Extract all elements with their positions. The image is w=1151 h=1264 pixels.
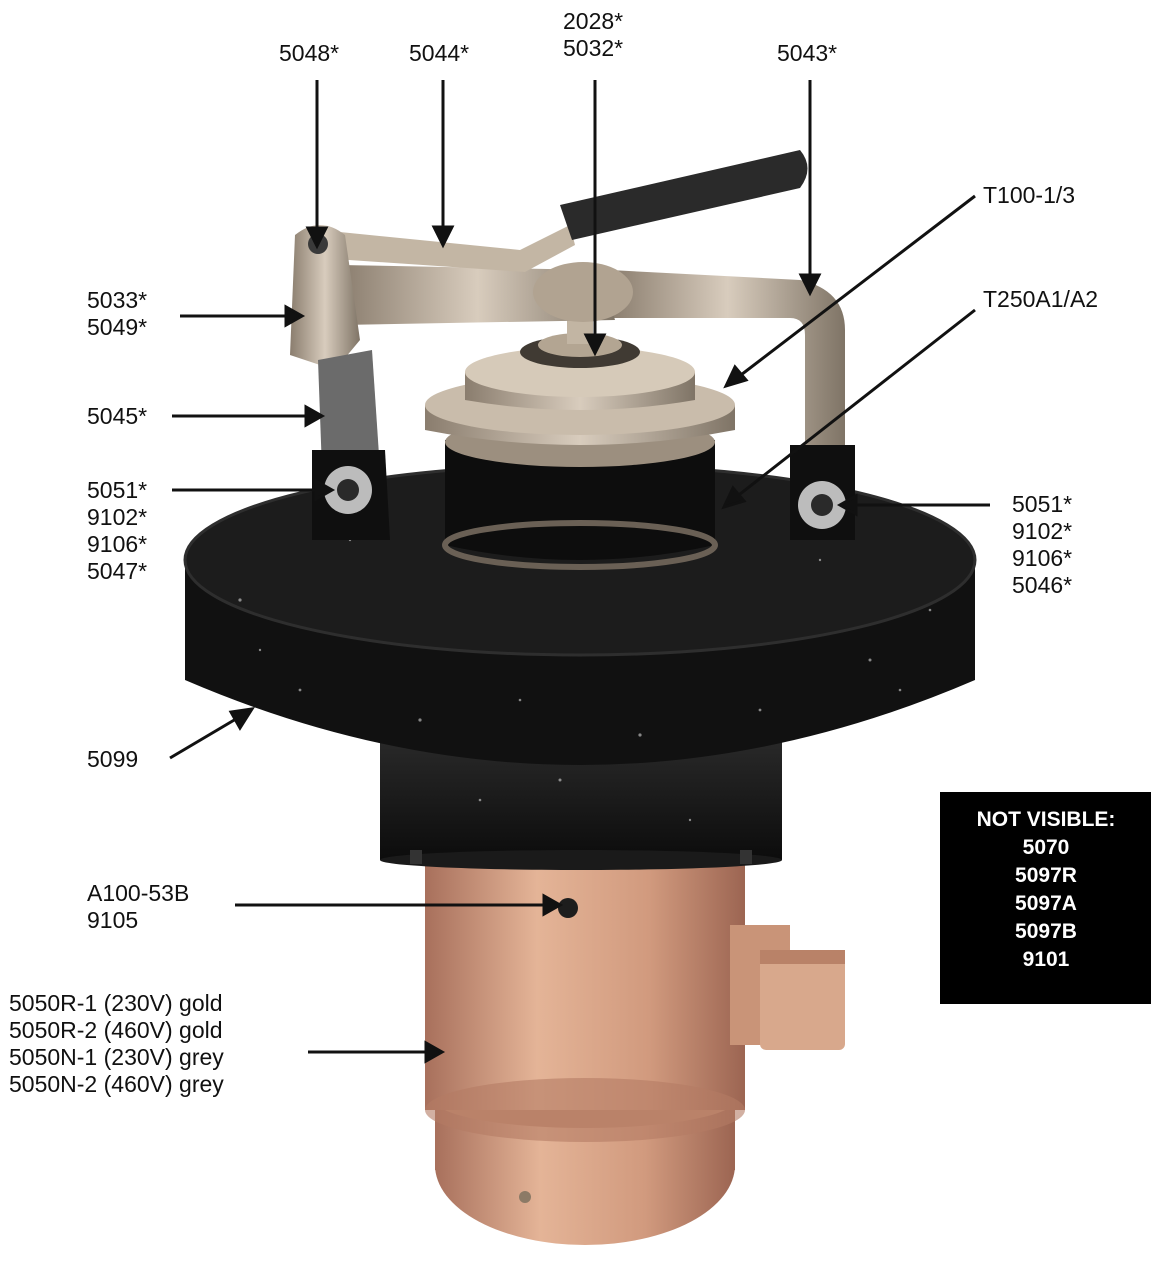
- label-line: 5046*: [1012, 572, 1073, 598]
- label-line: 5051*: [87, 477, 148, 503]
- arrow-t250: [721, 308, 976, 510]
- crossbar: [340, 262, 633, 325]
- junction-box: [730, 925, 845, 1050]
- label-line: 5050N-1 (230V) grey: [9, 1044, 224, 1070]
- label-line: 9105: [87, 907, 139, 933]
- label-line: T250A1/A2: [983, 286, 1099, 312]
- arrow-a100: [235, 893, 564, 917]
- arrow-left-bolt: [172, 478, 336, 502]
- label-line: 5047*: [87, 558, 148, 584]
- arrow-5099: [169, 707, 256, 760]
- not-visible-panel: NOT VISIBLE: 5070 5097R 5097A 5097B 9101: [940, 792, 1151, 1004]
- label-line: 2028*: [563, 8, 624, 34]
- label-line: T100-1/3: [983, 182, 1076, 208]
- label-line: 5050R-2 (460V) gold: [9, 1017, 223, 1043]
- not-visible-item: 5097B: [1015, 920, 1077, 943]
- callout-label-left-arm: 5045*: [87, 403, 147, 430]
- not-visible-item: 5097A: [1015, 892, 1077, 915]
- label-line: 5099: [87, 746, 139, 772]
- arrow-5044: [431, 80, 455, 249]
- label-line: 9102*: [87, 504, 148, 530]
- not-visible-item: 9101: [1022, 948, 1070, 971]
- callout-label-top-ring: T100-1/3: [983, 182, 1075, 209]
- arrow-5033: [180, 304, 306, 328]
- label-line: 9102*: [1012, 518, 1073, 544]
- label-line: 9106*: [87, 531, 148, 557]
- callout-label-handle-bar: 5044*: [409, 40, 469, 67]
- left-arm: [290, 225, 390, 540]
- label-line: 5043*: [777, 40, 838, 66]
- label-line: A100-53B: [87, 880, 190, 906]
- not-visible-title: NOT VISIBLE:: [976, 808, 1116, 831]
- label-line: 9106*: [1012, 545, 1073, 571]
- arrow-5032: [583, 80, 607, 357]
- callout-label-motor-plug: A100-53B 9105: [87, 880, 189, 934]
- label-line: 5049*: [87, 314, 148, 340]
- callout-label-right-bolt: 5051* 9102* 9106* 5046*: [1012, 491, 1072, 599]
- motor-body: [425, 850, 745, 1142]
- arrow-right-bolt: [836, 493, 990, 517]
- callout-label-left-bolt: 5051* 9102* 9106* 5047*: [87, 477, 147, 585]
- label-line: 5044*: [409, 40, 470, 66]
- not-visible-item: 5097R: [1015, 864, 1077, 887]
- motor-plug-icon: [558, 898, 578, 918]
- arrow-t100: [723, 194, 976, 389]
- arrow-5043: [798, 80, 822, 297]
- label-line: 5032*: [563, 35, 624, 61]
- callout-label-right-arm: 5043*: [777, 40, 837, 67]
- label-line: 5048*: [279, 40, 340, 66]
- callout-label-lower-ring: T250A1/A2: [983, 286, 1098, 313]
- callout-label-top-left-pin: 5048*: [279, 40, 339, 67]
- right-arm: [610, 270, 855, 540]
- label-line: 5033*: [87, 287, 148, 313]
- label-line: 5050N-2 (460V) grey: [9, 1071, 224, 1097]
- label-line: 5050R-1 (230V) gold: [9, 990, 223, 1016]
- label-line: 5045*: [87, 403, 148, 429]
- arrow-motor: [308, 1040, 446, 1064]
- arrow-5045: [172, 404, 326, 428]
- label-line: 5051*: [1012, 491, 1073, 517]
- callout-label-left-hinge: 5033* 5049*: [87, 287, 147, 341]
- spindle-assembly: [425, 318, 735, 570]
- lever-handle: [320, 150, 808, 272]
- callout-label-center-top: 2028* 5032*: [563, 8, 623, 62]
- callout-label-base-disc: 5099: [87, 746, 138, 773]
- callout-arrows: [169, 80, 990, 1064]
- arrow-5048: [305, 80, 329, 250]
- callout-label-motor: 5050R-1 (230V) gold 5050R-2 (460V) gold …: [9, 990, 224, 1098]
- not-visible-item: 5070: [1022, 836, 1070, 859]
- cap-screw-icon: [519, 1191, 531, 1203]
